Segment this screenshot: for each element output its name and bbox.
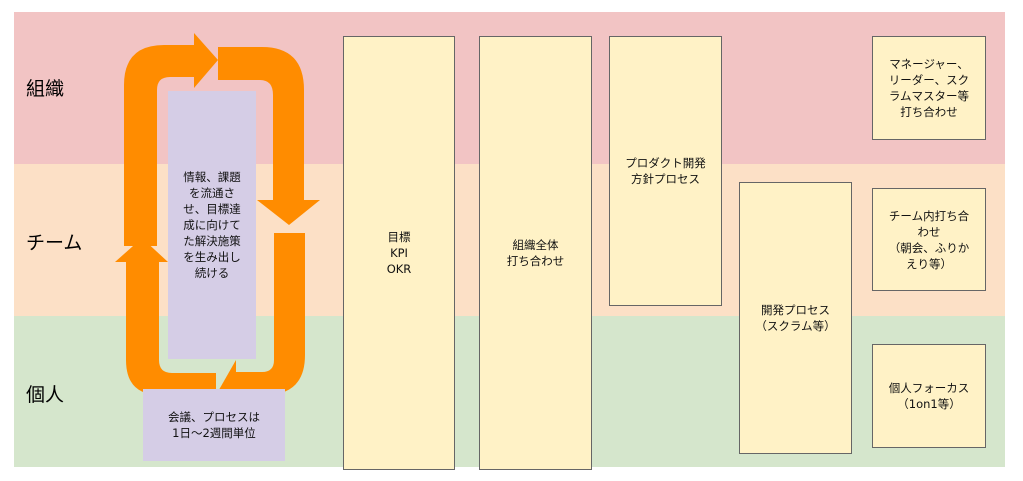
box-org-meeting: 組織全体 打ち合わせ bbox=[479, 36, 592, 470]
cycle-bottom-note: 会議、プロセスは 1日〜2週間単位 bbox=[143, 389, 285, 461]
band-label-organization: 組織 bbox=[26, 78, 65, 100]
box-dev-process: 開発プロセス （スクラム等） bbox=[739, 182, 852, 454]
band-label-individual: 個人 bbox=[26, 384, 65, 406]
box-manager-meeting: マネージャー、 リーダー、スク ラムマスター等 打ち合わせ bbox=[872, 36, 986, 140]
cycle-center-note: 情報、課題 を流通さ せ、目標達 成に向けて た解決施策 を生み出し 続ける bbox=[168, 91, 256, 359]
box-product-dev-policy: プロダクト開発 方針プロセス bbox=[609, 36, 722, 306]
band-label-team: チーム bbox=[26, 232, 83, 254]
box-team-meeting: チーム内打ち合 わせ （朝会、ふりか えり等） bbox=[872, 188, 986, 291]
box-individual-focus: 個人フォーカス （1on1等） bbox=[872, 344, 986, 448]
box-goals-kpi-okr: 目標 KPI OKR bbox=[343, 36, 455, 470]
